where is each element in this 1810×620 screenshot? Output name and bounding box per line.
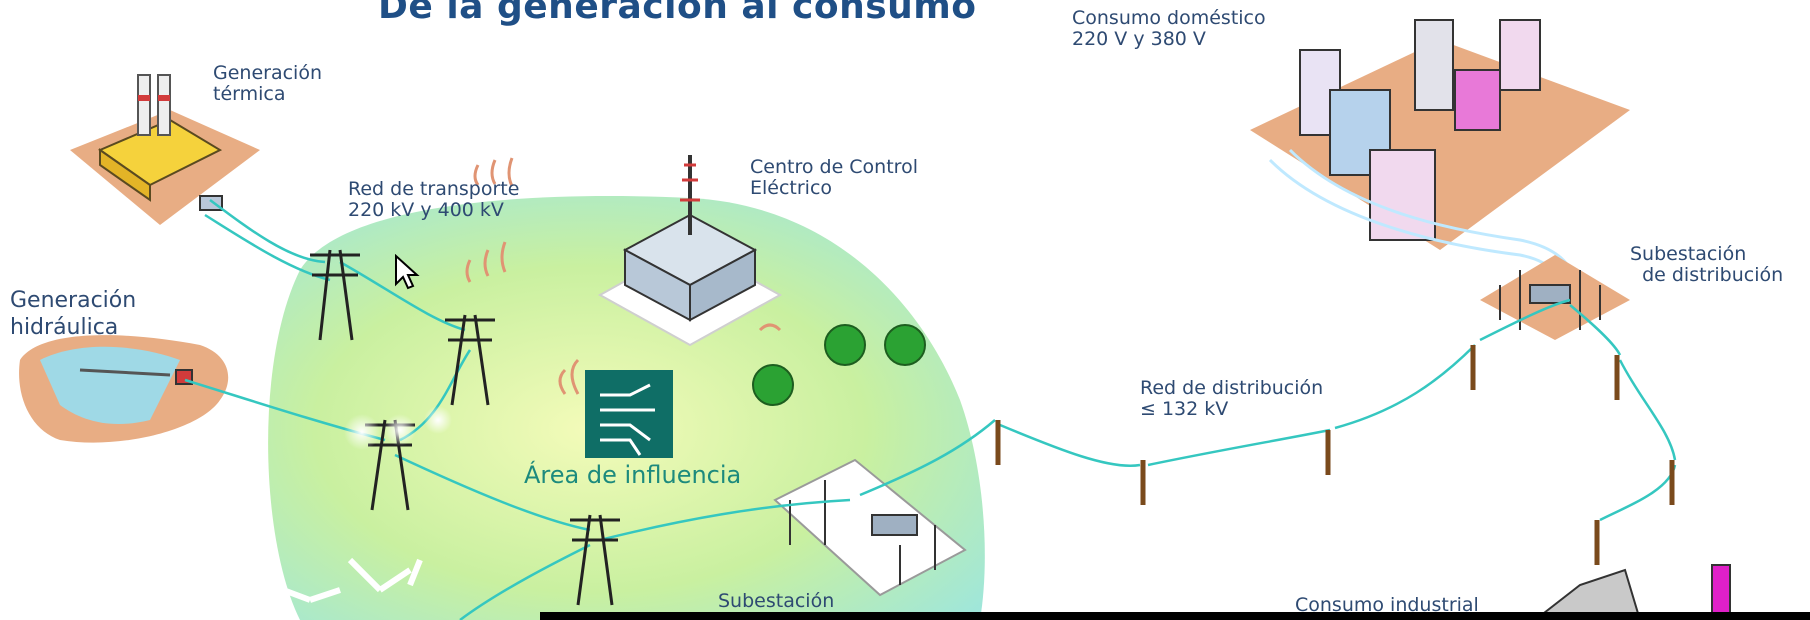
industrial-illustration	[1533, 564, 1731, 620]
distribution-poles	[995, 345, 1675, 565]
signal-waves	[465, 157, 782, 395]
trees-illustration	[752, 324, 926, 406]
power-lines	[184, 198, 1677, 620]
domestic-buildings-illustration	[1250, 19, 1630, 301]
domestic-consumption-label: Consumo doméstico 220 V y 380 V	[1072, 7, 1266, 50]
distribution-substation-label: Subestación de distribución	[1630, 243, 1784, 286]
mouse-cursor-icon	[395, 254, 420, 290]
wind-turbines-illustration	[268, 557, 423, 603]
transformation-substation-illustration	[773, 458, 967, 597]
control-signal-icon	[585, 370, 673, 458]
transport-network-label: Red de transporte 220 kV y 400 kV	[348, 178, 520, 221]
transformation-substation-label: Subestación	[718, 590, 835, 612]
control-center-label: Centro de Control Eléctrico	[750, 156, 918, 199]
thermal-generation-label: Generación térmica	[213, 62, 322, 105]
distribution-substation-illustration	[1480, 255, 1630, 340]
influence-area-label: Área de influencia	[524, 461, 742, 489]
glow-points	[344, 406, 452, 450]
distribution-network-label: Red de distribución ≤ 132 kV	[1140, 377, 1324, 420]
transmission-towers	[310, 249, 620, 606]
hydro-dam-illustration	[19, 335, 229, 443]
control-center-illustration	[597, 155, 783, 347]
hydro-generation-label: Generación hidráulica	[10, 288, 137, 340]
industrial-consumption-label: Consumo industrial	[1295, 594, 1479, 616]
bottom-overlay-bar	[540, 612, 1810, 620]
thermal-plant-illustration	[70, 74, 260, 225]
diagram-title: De la generación al consumo	[378, 0, 977, 27]
